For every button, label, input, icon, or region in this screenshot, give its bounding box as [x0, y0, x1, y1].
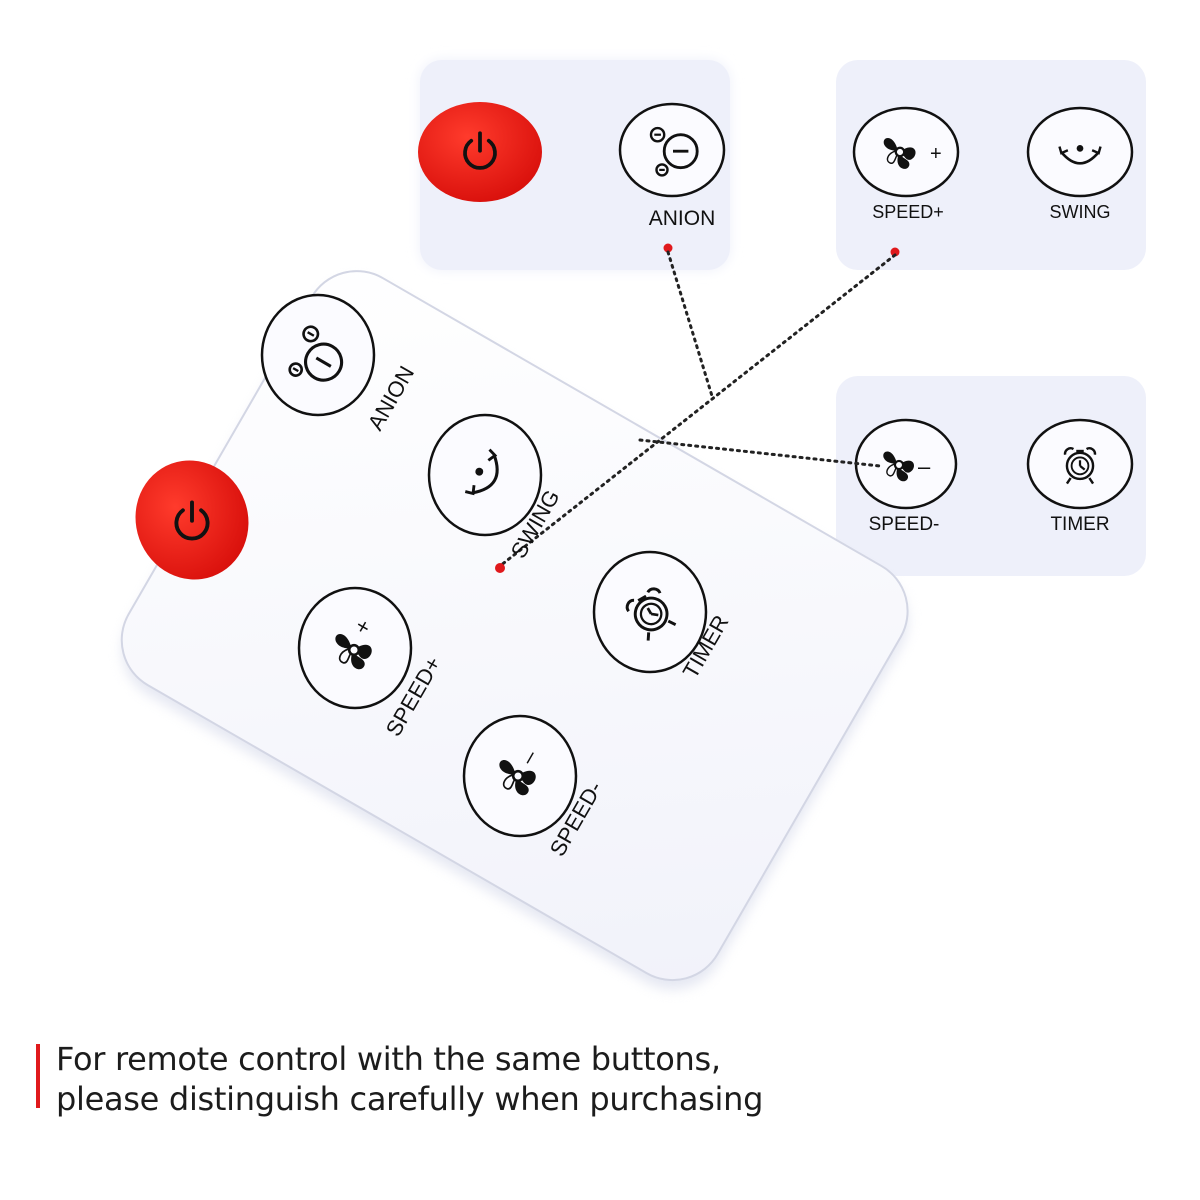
leader-dot — [663, 243, 673, 253]
inset-speed-up-button[interactable]: + — [852, 106, 960, 198]
inset-timer-label: TIMER — [1050, 514, 1109, 535]
inset-speed-down-label: SPEED- — [869, 514, 940, 535]
inset-top-left: ANION — [418, 60, 730, 270]
inset-swing-label: SWING — [1050, 202, 1111, 222]
inset-middle-right: – SPEED- TIMER — [836, 376, 1146, 576]
svg-text:+: + — [930, 143, 942, 165]
inset-timer-button[interactable] — [1026, 418, 1134, 510]
leader-lines — [498, 250, 897, 568]
caption-line-1: For remote control with the same buttons… — [56, 1040, 721, 1078]
inset-top-right: + SPEED+ SWING — [836, 60, 1146, 270]
inset-power-button[interactable] — [418, 102, 542, 202]
inset-swing-button[interactable] — [1026, 106, 1134, 198]
leader-dot — [495, 563, 505, 573]
leader-dot — [890, 247, 900, 257]
remote-timer-button[interactable] — [592, 550, 708, 674]
remote-speed-up-button[interactable]: + — [297, 586, 413, 710]
remote-swing-button[interactable] — [427, 413, 543, 537]
caption-accent-bar — [36, 1044, 40, 1108]
remote-anion-button[interactable] — [260, 293, 376, 417]
inset-speed-up-label: SPEED+ — [872, 202, 944, 222]
remote-speed-down-button[interactable]: – — [462, 714, 578, 838]
inset-anion-button[interactable] — [618, 102, 726, 198]
caption-line-2: please distinguish carefully when purcha… — [56, 1080, 764, 1118]
svg-text:–: – — [918, 454, 931, 479]
inset-anion-label: ANION — [649, 207, 716, 230]
remote-control — [120, 270, 909, 990]
remote-power-button[interactable] — [119, 444, 265, 595]
